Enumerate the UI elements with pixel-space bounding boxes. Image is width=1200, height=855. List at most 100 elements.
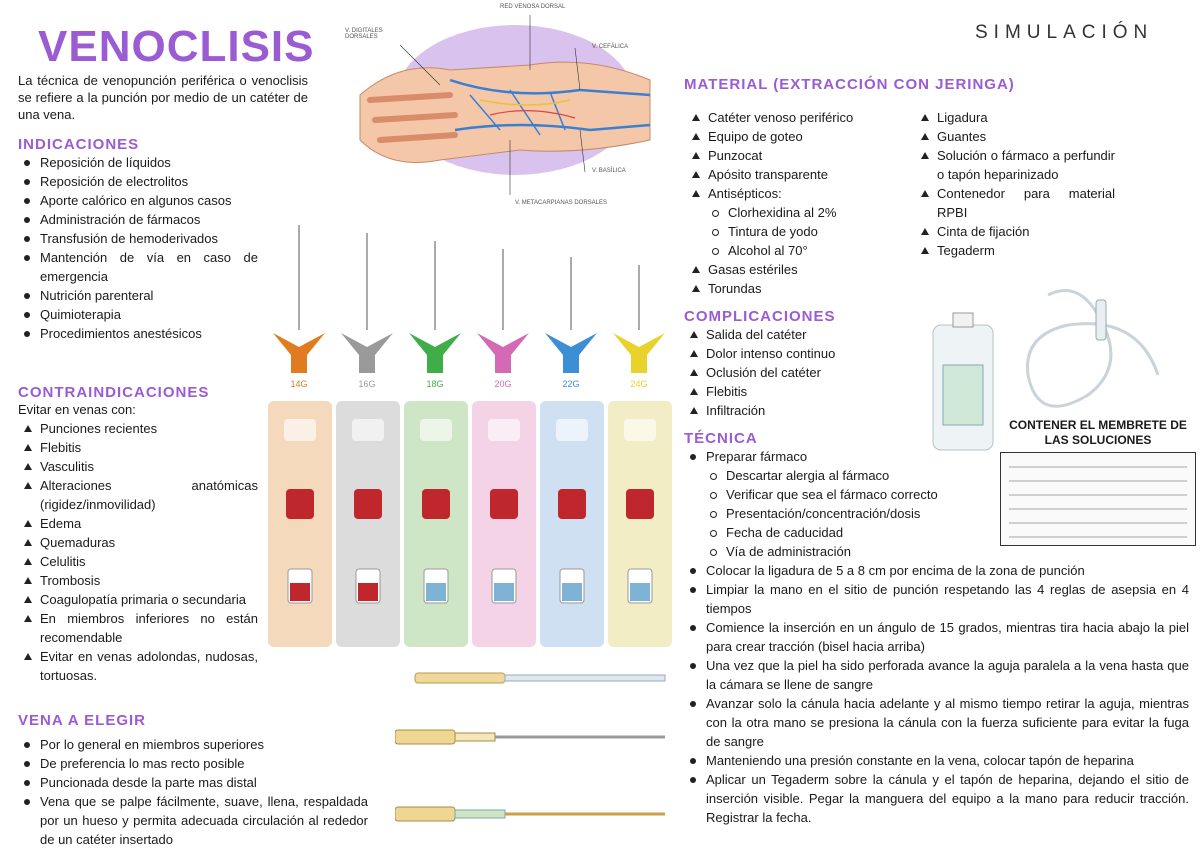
contraindicacion-item: Alteraciones anatómicas (rigidez/inmovil… [18,476,258,514]
gauge-label: 14G [290,379,307,389]
indicacion-item: Quimioterapia [18,305,258,324]
header-simulacion: SIMULACIÓN [975,22,1154,43]
vena-item: Puncionada desde la parte mas distal [18,773,368,792]
contraindicacion-item: En miembros inferiores no están recomend… [18,609,258,647]
tecnica-subitem: Vía de administración [684,542,994,561]
complicacion-item: Dolor intenso continuo [684,344,934,363]
catheter-hub [341,333,393,373]
complicacion-item: Salida del catéter [684,325,934,344]
catheter-parts-diagram [394,655,675,850]
gauge-usage-card [404,401,468,647]
material-subitem: Tintura de yodo [686,222,911,241]
material-item: Apósito transparente [686,165,911,184]
contraindicacion-item: Coagulopatía primaria o secundaria [18,590,258,609]
catheter-hub [409,333,461,373]
hand-label-basilica: V. BASÍLICA [592,168,626,174]
material-subitem: Clorhexidina al 2% [686,203,911,222]
hand-label-metacarpianas: V. METACARPIANAS DORSALES [515,200,608,206]
contraindicacion-item: Punciones recientes [18,419,258,438]
indicacion-item: Administración de fármacos [18,210,258,229]
catheter-hub [613,333,665,373]
gauge-usage-card [268,401,332,647]
tecnica-heading: TÉCNICA [684,430,758,447]
tecnica-subitem: Descartar alergia al fármaco [684,466,994,485]
tecnica-subitem: Verificar que sea el fármaco correcto [684,485,994,504]
tecnica-item: Una vez que la piel ha sido perforada av… [684,656,1189,694]
gauge-usage-card [472,401,536,647]
indicacion-item: Procedimientos anestésicos [18,324,258,343]
intro-text: La técnica de venopunción periférica o v… [18,73,308,122]
indicacion-item: Reposición de líquidos [18,153,258,172]
catheter-hub [545,333,597,373]
tecnica-list: Colocar la ligadura de 5 a 8 cm por enci… [684,561,1189,827]
contraindicacion-item: Vasculitis [18,457,258,476]
vena-item: De preferencia lo mas recto posible [18,754,368,773]
material-section: MATERIAL (EXTRACCIÓN CON JERINGA) [684,76,1114,93]
gauge-label: 20G [494,379,511,389]
tecnica-item: Preparar fármaco [684,447,994,466]
gauge-usage-card [540,401,604,647]
vena-item: Por lo general en miembros superiores [18,735,368,754]
material-item: Catéter venoso periférico [686,108,911,127]
tecnica-item: Comience la inserción en un ángulo de 15… [684,618,1189,656]
contraindicaciones-heading: CONTRAINDICACIONES [18,384,210,401]
indicacion-item: Nutrición parenteral [18,286,258,305]
vena-item: Vena que se palpe fácilmente, suave, lle… [18,792,368,849]
material-item: Cinta de fijación [915,222,1115,241]
hand-label-digitales: V. DIGITALES DORSALES [345,28,383,40]
contraindicacion-item: Edema [18,514,258,533]
tecnica-item: Manteniendo una presión constante en la … [684,751,1189,770]
material-item: Gasas estériles [686,260,911,279]
membrete-heading: CONTENER EL MEMBRETE DE LAS SOLUCIONES [1009,418,1187,447]
membrete-label-card [1000,452,1196,546]
complicacion-item: Infiltración [684,401,934,420]
indicacion-item: Transfusión de hemoderivados [18,229,258,248]
iv-equipment-illustration [928,285,1198,455]
material-item: Equipo de goteo [686,127,911,146]
contraindicacion-item: Celulitis [18,552,258,571]
material-heading: MATERIAL (EXTRACCIÓN CON JERINGA) [684,76,1015,93]
gauge-label: 24G [630,379,647,389]
material-item: Solución o fármaco a perfundir o tapón h… [915,146,1115,184]
complicacion-item: Flebitis [684,382,934,401]
gauge-usage-card [336,401,400,647]
material-subitem: Alcohol al 70° [686,241,911,260]
indicacion-item: Aporte calórico en algunos casos [18,191,258,210]
catheter-gauge-chart: 14G 16G 18G 20G 22G 24G [265,215,672,650]
contraindicacion-item: Flebitis [18,438,258,457]
tecnica-item: Avanzar solo la cánula hacia adelante y … [684,694,1189,751]
tecnica-subitem: Fecha de caducidad [684,523,994,542]
contraindicacion-item: Trombosis [18,571,258,590]
vena-heading: VENA A ELEGIR [18,712,147,729]
indicacion-item: Reposición de electrolitos [18,172,258,191]
material-item: Antisépticos: [686,184,911,203]
catheter-hub [477,333,529,373]
hand-label-cefalica: V. CEFÁLICA [592,44,629,50]
tecnica-item: Colocar la ligadura de 5 a 8 cm por enci… [684,561,1189,580]
hand-veins-illustration: V. DIGITALES DORSALES RED VENOSA DORSAL … [330,0,670,215]
tecnica-item: Limpiar la mano en el sitio de punción r… [684,580,1189,618]
contraindicacion-item: Quemaduras [18,533,258,552]
complicaciones-heading: COMPLICACIONES [684,308,836,325]
catheter-gauges-svg: 14G 16G 18G 20G 22G 24G [273,225,665,389]
indicaciones-heading: INDICACIONES [18,136,140,153]
contraindicacion-item: Evitar en venas adolondas, nudosas, tort… [18,647,258,685]
gauge-label: 18G [426,379,443,389]
page-title: VENOCLISIS [38,22,315,71]
tecnica-subitem: Presentación/concentración/dosis [684,504,994,523]
gauge-label: 16G [358,379,375,389]
contraindicaciones-lead: Evitar en venas con: [18,402,136,417]
material-item: Punzocat [686,146,911,165]
gauge-label: 22G [562,379,579,389]
vena-section: VENA A ELEGIR Por lo general en miembros… [18,712,368,849]
material-item: Torundas [686,279,911,298]
hand-label-red-venosa: RED VENOSA DORSAL [500,4,566,10]
